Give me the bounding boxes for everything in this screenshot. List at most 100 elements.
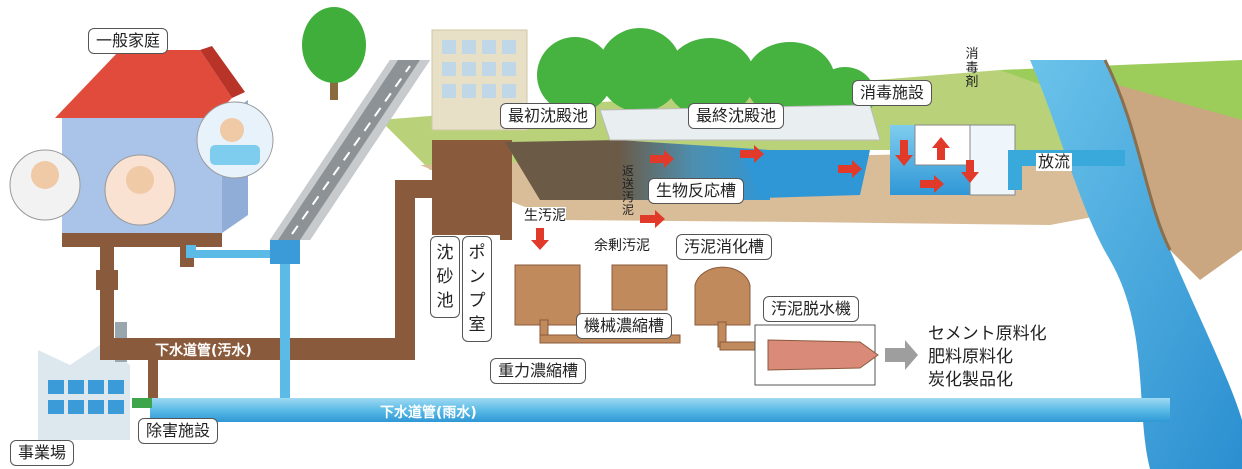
road-centerline xyxy=(291,65,411,235)
house-roof xyxy=(55,50,232,120)
house-foundation xyxy=(62,233,222,247)
dewatering-screw xyxy=(767,339,879,371)
factory-window xyxy=(108,380,124,394)
product-carbonized: 炭化製品化 xyxy=(928,370,1013,390)
pretreatment-pipe xyxy=(132,398,152,408)
building-window xyxy=(502,62,516,76)
building-window xyxy=(502,40,516,54)
factory-window xyxy=(68,400,84,414)
building-window xyxy=(442,62,456,76)
tree-canopy xyxy=(745,42,835,118)
storm-inlet-box xyxy=(270,240,300,264)
arrow-icon xyxy=(932,137,950,160)
grit-chamber-label: 沈砂池 xyxy=(430,236,460,318)
building-windows xyxy=(442,40,516,98)
sewer-wastewater-label: 下水道管(汚水) xyxy=(155,343,252,359)
disinfection-facility-label: 消毒施設 xyxy=(852,80,933,106)
storm-riser-pipe xyxy=(280,250,290,400)
building-window xyxy=(442,84,456,98)
road-icon xyxy=(270,60,430,240)
resident-face xyxy=(31,161,59,189)
sewer-stormwater-pipe xyxy=(150,398,1170,422)
factory-drain-pipe xyxy=(148,340,158,400)
final-settling-basin xyxy=(740,150,870,198)
factory-windows xyxy=(48,380,124,414)
factory-icon xyxy=(38,322,130,440)
sewer-stormwater-label: 下水道管(雨水) xyxy=(380,405,477,421)
house-drain-pipe xyxy=(100,247,114,352)
disinfectant-label: 消毒剤 xyxy=(965,47,979,90)
primary-sludge-pipe xyxy=(500,150,512,240)
building-window xyxy=(482,62,496,76)
arrow-icon xyxy=(920,175,944,193)
river-bank xyxy=(1103,59,1172,251)
sludge-dewatering-label: 汚泥脱水機 xyxy=(763,296,860,322)
factory-window xyxy=(48,380,64,394)
mechanical-thickener-label: 機械濃縮槽 xyxy=(576,313,673,339)
factory-window xyxy=(88,400,104,414)
sewer-top-pipe xyxy=(395,180,435,198)
building-window xyxy=(462,40,476,54)
tree-canopy xyxy=(598,28,682,112)
arrow-icon xyxy=(961,160,979,183)
arrow-icon xyxy=(531,228,549,250)
house-drain-junction xyxy=(96,270,118,290)
pump-room-label: ポンプ室 xyxy=(462,236,492,342)
flow-arrows xyxy=(531,137,979,250)
resident-face xyxy=(126,166,154,194)
building-window xyxy=(482,84,496,98)
dewatering-screw-icon xyxy=(754,324,918,386)
factory-window xyxy=(88,380,104,394)
building-window xyxy=(442,40,456,54)
tree-canopy xyxy=(537,37,613,113)
household-label: 一般家庭 xyxy=(88,28,169,54)
road-side-rail xyxy=(300,60,430,240)
mechanical-thickener-tank xyxy=(611,264,668,311)
arrow-icon xyxy=(895,140,913,166)
excess-sludge-label: 余剰汚泥 xyxy=(594,237,650,255)
tree-icon xyxy=(302,7,366,100)
sewer-wastewater-pipe xyxy=(100,338,415,360)
sludge-treatment xyxy=(514,264,791,351)
primary-settling-label: 最初沈殿池 xyxy=(500,103,597,129)
gravity-thickener-tank xyxy=(514,264,581,326)
house-icon xyxy=(9,46,274,247)
sewer-rise-pipe xyxy=(395,180,415,360)
bathtub xyxy=(210,145,260,165)
bioreactor-label: 生物反応槽 xyxy=(648,178,745,204)
building-window xyxy=(462,84,476,98)
storm-pipes xyxy=(132,240,1170,422)
factory-label: 事業場 xyxy=(10,440,75,466)
arrow-icon xyxy=(650,150,674,168)
return-sludge-label: 返送汚泥 xyxy=(621,164,634,217)
house-roof-side xyxy=(200,46,245,98)
product-cement: セメント原料化 xyxy=(928,324,1047,344)
gravity-thickener-label: 重力濃縮槽 xyxy=(490,358,587,384)
sludge-digester-tank xyxy=(694,266,751,326)
raw-sludge-label: 生汚泥 xyxy=(524,207,566,225)
resident-face xyxy=(220,118,244,142)
arrow-icon xyxy=(740,145,764,163)
primary-settling-basin xyxy=(505,140,620,200)
product-fertilizer: 肥料原料化 xyxy=(928,347,1013,367)
tree-canopy xyxy=(665,38,755,118)
arrow-icon xyxy=(640,210,665,228)
factory-window xyxy=(68,380,84,394)
tree-canopy xyxy=(302,7,366,83)
grit-to-pump-pipe xyxy=(432,140,512,235)
sludge-digester-label: 汚泥消化槽 xyxy=(676,234,773,260)
ground-right xyxy=(1100,80,1242,280)
final-settling-label: 最終沈殿池 xyxy=(688,103,785,129)
factory-window xyxy=(48,400,64,414)
building-window xyxy=(482,40,496,54)
building-window xyxy=(502,84,516,98)
road-side-rail xyxy=(270,60,398,240)
output-arrow-icon xyxy=(885,340,918,370)
pretreatment-label: 除害施設 xyxy=(138,418,219,444)
storm-collector-pipe xyxy=(186,250,281,258)
arrow-icon xyxy=(838,160,862,178)
building-window xyxy=(462,62,476,76)
discharge-outlet xyxy=(1008,150,1022,190)
